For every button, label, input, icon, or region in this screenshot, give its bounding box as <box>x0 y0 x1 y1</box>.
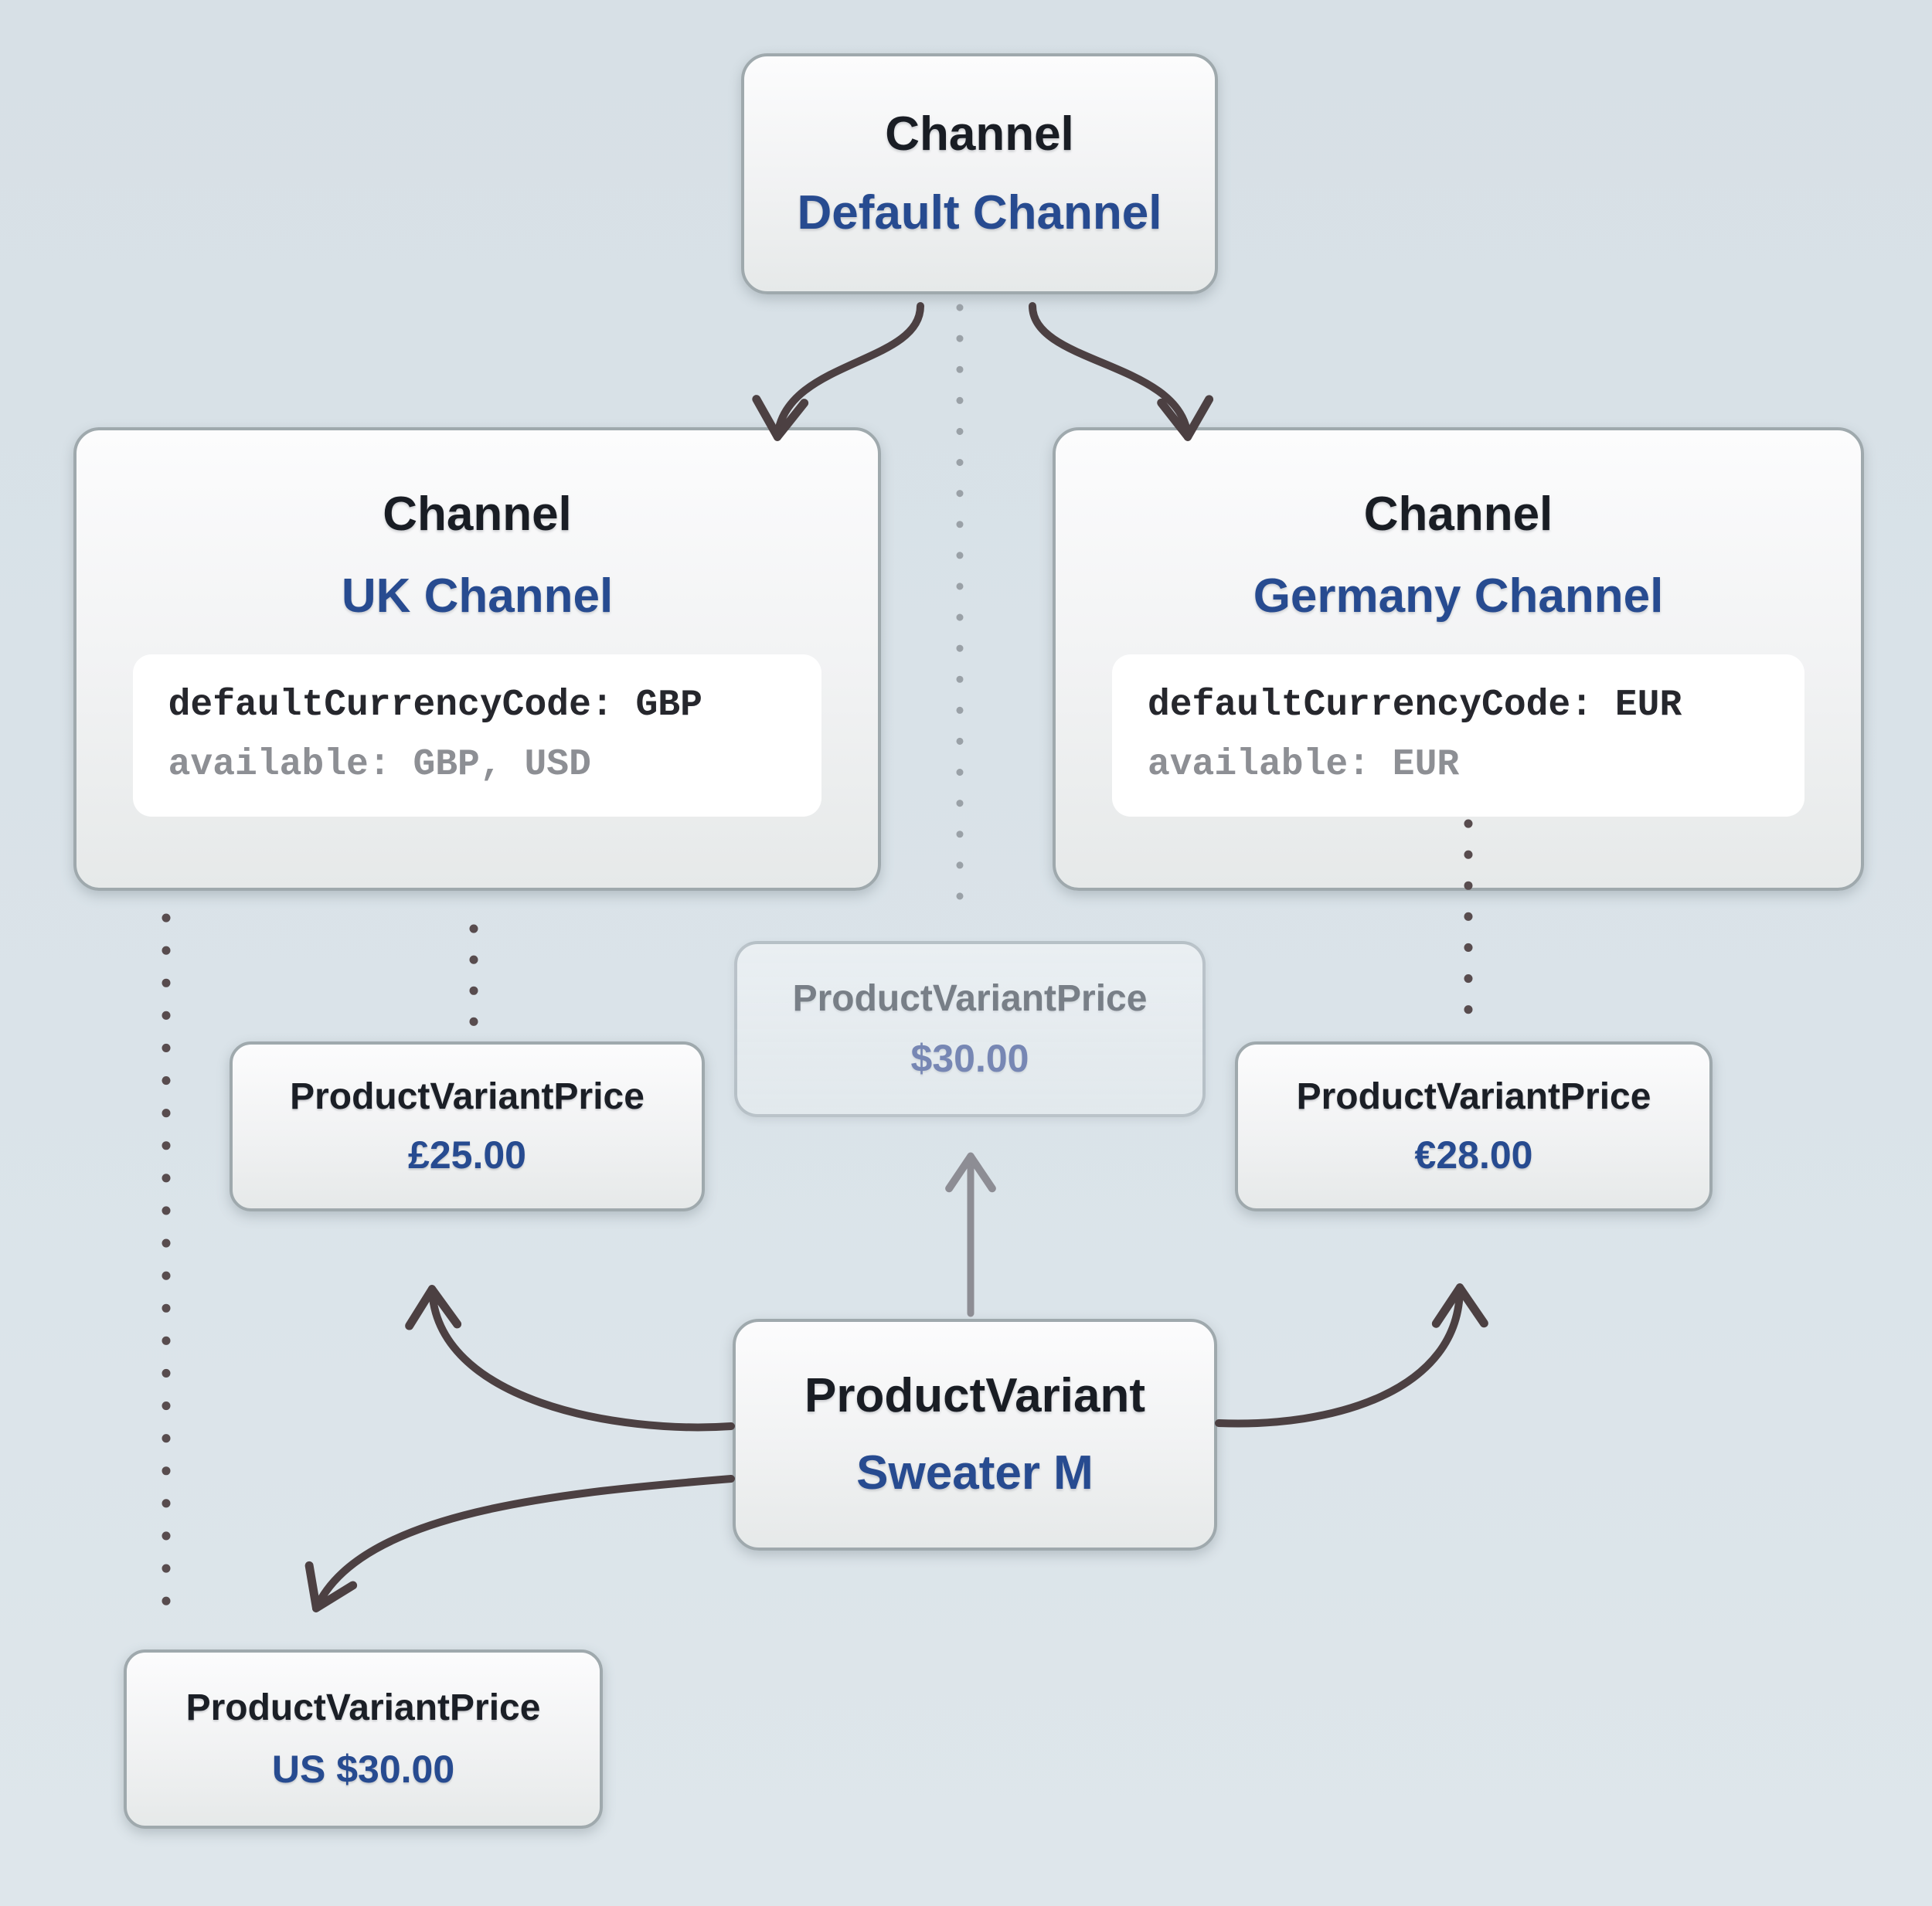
uk-channel-currency-code-block: defaultCurrencyCode: GBP available: GBP,… <box>132 654 822 817</box>
germany-channel-default-currency: defaultCurrencyCode: EUR <box>1147 685 1682 727</box>
default-channel-entity-heading: Channel <box>885 107 1074 161</box>
uk-channel-entity-heading: Channel <box>383 488 572 542</box>
arrow-default-channel-to-uk-channel <box>752 302 924 441</box>
node-uk-channel-price: ProductVariantPrice £25.00 <box>230 1041 705 1211</box>
germany-channel-name: Germany Channel <box>1253 569 1664 623</box>
germany-price-entity-heading: ProductVariantPrice <box>1296 1076 1651 1117</box>
uk-channel-default-currency: defaultCurrencyCode: GBP <box>168 685 702 727</box>
germany-channel-entity-heading: Channel <box>1363 488 1553 542</box>
node-default-channel: Channel Default Channel <box>741 53 1218 294</box>
uk-channel-name: UK Channel <box>341 569 614 623</box>
arrow-product-variant-to-us-price <box>304 1475 735 1612</box>
uk-price-value: £25.00 <box>408 1133 526 1177</box>
arrow-default-channel-to-germany-channel <box>1029 302 1213 441</box>
germany-channel-currency-code-block: defaultCurrencyCode: EUR available: EUR <box>1111 654 1805 817</box>
product-variant-entity-heading: ProductVariant <box>804 1369 1145 1423</box>
node-uk-channel: Channel UK Channel defaultCurrencyCode: … <box>73 427 881 891</box>
node-germany-channel-price: ProductVariantPrice €28.00 <box>1235 1041 1713 1211</box>
germany-channel-available-currencies: available: EUR <box>1147 744 1460 787</box>
germany-price-value: €28.00 <box>1414 1133 1533 1177</box>
default-price-value: $30.00 <box>910 1037 1029 1081</box>
default-channel-name: Default Channel <box>797 186 1162 240</box>
us-price-entity-heading: ProductVariantPrice <box>185 1687 541 1728</box>
arrow-product-variant-to-germany-price <box>1215 1283 1488 1428</box>
uk-channel-available-currencies: available: GBP, USD <box>168 744 591 787</box>
node-default-channel-price: ProductVariantPrice $30.00 <box>734 941 1206 1117</box>
uk-price-entity-heading: ProductVariantPrice <box>290 1076 645 1117</box>
us-price-value: US $30.00 <box>271 1748 455 1791</box>
default-price-entity-heading: ProductVariantPrice <box>792 977 1148 1019</box>
product-variant-name: Sweater M <box>856 1446 1094 1500</box>
node-germany-channel: Channel Germany Channel defaultCurrencyC… <box>1053 427 1864 891</box>
arrow-product-variant-to-uk-price <box>405 1285 735 1432</box>
node-product-variant: ProductVariant Sweater M <box>733 1319 1217 1551</box>
node-us-dollar-price: ProductVariantPrice US $30.00 <box>124 1649 603 1829</box>
